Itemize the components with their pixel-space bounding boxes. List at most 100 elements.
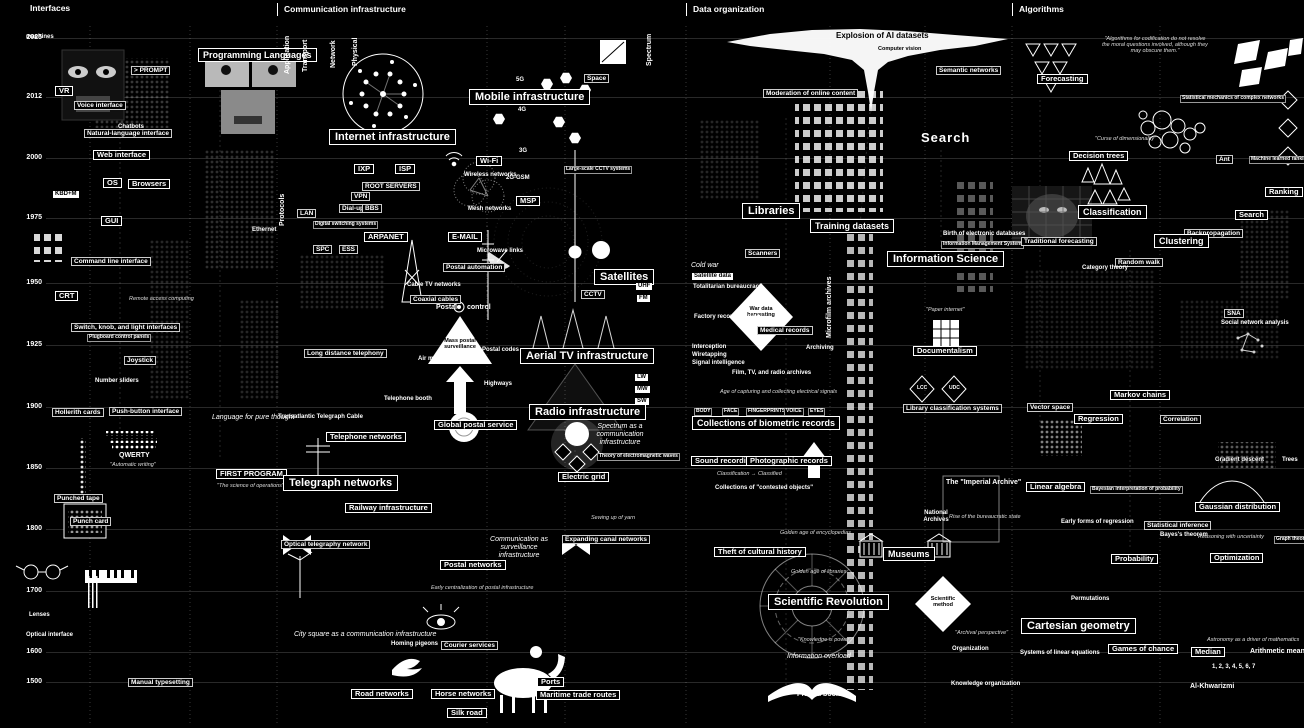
label-classification: Classification <box>1078 205 1147 220</box>
classification-diamond-icons <box>909 375 967 403</box>
label-theory-of-electromagnetic-waves: Theory of electromagnetic waves <box>597 453 680 461</box>
label-vector-space: Vector space <box>1027 403 1074 413</box>
label-sw: SW <box>635 398 649 405</box>
label-signal-intelligence: Signal intelligence <box>692 360 745 366</box>
label-push-button-interface: Push-button interface <box>109 407 183 417</box>
label-rise-of-the-bureaucratic-state: Rise of the bureaucratic state <box>949 514 1021 520</box>
label-transatlantic-telegraph-cable: Transatlantic Telegraph Cable <box>278 414 363 420</box>
label-number-sliders: Number sliders <box>95 378 139 384</box>
label-war-data-harvesting: War data harvesting <box>747 306 775 319</box>
timeline-gridline-1900 <box>46 407 1304 408</box>
surveillance-triangle-icon <box>428 316 492 364</box>
label-postal-automation: Postal automation <box>443 263 506 273</box>
label-switch-knob-and-light-interfaces: Switch, knob, and light interfaces <box>71 323 181 333</box>
label-semantic-networks: Semantic networks <box>936 66 1002 76</box>
funnel-triangle-chain <box>1025 43 1077 93</box>
label-telephone-networks: Telephone networks <box>326 432 406 443</box>
label-golden-age-of-encyclopedias: Golden age of encyclopedias <box>780 530 851 536</box>
label-median: Median <box>1191 647 1225 658</box>
decision-tree-triangles <box>1081 162 1131 205</box>
label-body: BODY <box>694 408 713 416</box>
label-crt: CRT <box>55 291 79 302</box>
envelope-icon <box>600 40 626 64</box>
label-scanners: Scanners <box>745 249 781 259</box>
label-mobile-infrastructure: Mobile infrastructure <box>469 89 591 106</box>
label-scientific-revolution: Scientific Revolution <box>768 594 889 611</box>
label-prompt: > PROMPT <box>131 66 171 76</box>
label-lcc: LCC <box>917 385 928 391</box>
label-5g: 5G <box>516 77 525 83</box>
label-3g: 3G <box>519 148 528 154</box>
label-gradient-descent: Gradient descent <box>1215 457 1265 463</box>
label-protocols: Protocols <box>279 193 286 226</box>
label-maritime-trade-routes: Maritime trade routes <box>536 690 621 701</box>
label-msp: MSP <box>516 196 541 207</box>
timeline-gridline-1950 <box>46 283 1304 284</box>
label-al-khwarizmi: Al-Khwarizmi <box>1190 683 1235 690</box>
label-punched-tape: Punched tape <box>54 494 103 504</box>
label-cold-war: Cold war <box>691 262 719 269</box>
label-clustering: Clustering <box>1154 234 1209 249</box>
column-header-interfaces: Interfaces <box>30 3 71 13</box>
label-horse-networks: Horse networks <box>431 689 496 700</box>
paper-sheet-icons <box>1234 38 1303 87</box>
label-ranking: Ranking <box>1265 187 1303 198</box>
telegraph-pole-icon <box>306 438 330 478</box>
label-golden-age-of-libraries: Golden age of libraries <box>791 569 847 575</box>
label-explosion-of-ai-datasets: Explosion of AI datasets <box>836 31 929 40</box>
label-information-management-system: Information Management System <box>941 241 1024 249</box>
label-archiving: Archiving <box>806 345 834 351</box>
label-telegraph-networks: Telegraph networks <box>283 475 399 492</box>
label-collections-of-biometric-records: Collections of biometric records <box>692 416 841 431</box>
label-totalitarian-bureaucracy: Totalitarian bureaucracy <box>693 284 763 290</box>
label-forecasting: Forecasting <box>1037 74 1088 85</box>
label-communication-as-surveillance-infrastructure: Communication as surveillance infrastruc… <box>490 536 548 559</box>
label-bayes-s-theorem: Bayes's theorem <box>1160 532 1208 538</box>
label-lan: LAN <box>297 209 317 219</box>
label-remote-access-computing: Remote access computing <box>129 296 194 302</box>
label-games-of-chance: Games of chance <box>1108 644 1179 655</box>
label-fingerprints: FINGERPRINTS <box>746 408 788 416</box>
label-interception: Interception <box>692 344 727 350</box>
label-telephone-booth: Telephone booth <box>384 396 432 402</box>
label-courier-services: Courier services <box>441 641 498 651</box>
label-internet-infrastructure: Internet infrastructure <box>329 129 456 146</box>
label-category-theory: Category theory <box>1082 265 1129 271</box>
label-command-line-interface: Command line interface <box>71 257 151 267</box>
ascii-face-icon <box>205 55 296 134</box>
label-libraries: Libraries <box>742 203 801 220</box>
timeline-year-2000: 2000 <box>26 154 42 161</box>
label-uhf: UHF <box>636 283 653 290</box>
label-ess: ESS <box>339 245 359 255</box>
timeline-gridline-2000 <box>46 158 1304 159</box>
label-microwave-links: Microwave links <box>477 248 524 254</box>
label-curse-of-dimensionality: "Curse of dimensionality" <box>1095 136 1157 142</box>
label-regression: Regression <box>1074 414 1123 425</box>
label-linear-algebra: Linear algebra <box>1026 482 1086 493</box>
label-backpropagation: Backpropagation <box>1184 229 1244 239</box>
label-spectrum-as-a-communication-infrastructure: Spectrum as a communication infrastructu… <box>596 423 644 446</box>
timeline-gridline-1600 <box>46 652 1304 653</box>
label-global-postal-service: Global postal service <box>434 420 518 431</box>
timeline-year-1800: 1800 <box>26 525 42 532</box>
label-plugboard-control-panels: Plugboard control panels <box>87 334 152 342</box>
label-early-centralization-of-postal-infrastructure: Early centralization of postal infrastru… <box>431 585 534 591</box>
label-automatic-writing: "Automatic writing" <box>110 462 156 468</box>
label-transport: Transport <box>302 39 309 72</box>
label-archival-perspective: "Archival perspective" <box>955 630 1009 636</box>
label-algorithms-for-codification-do-not-resolve-the-m: "Algorithms for codification do not reso… <box>1102 36 1208 55</box>
label-systems-of-linear-equations: Systems of linear equations <box>1020 650 1100 656</box>
label-manual-typesetting: Manual typesetting <box>128 678 193 688</box>
server-grid-texture <box>34 88 993 690</box>
tv-tower-icon <box>568 150 582 302</box>
label-theft-of-cultural-history: Theft of cultural history <box>714 547 806 558</box>
label-sewing-up-of-yarn: Sewing up of yarn <box>591 515 636 521</box>
label-postal: Postal <box>436 304 458 311</box>
label-highways: Highways <box>484 381 513 387</box>
label-satellites: Satellites <box>594 269 655 286</box>
label-ixp: IXP <box>354 164 375 175</box>
label-chatbots: Chatbots <box>118 124 144 130</box>
label-collections-of-contested-objects: Collections of "contested objects" <box>715 485 814 491</box>
label-wi-fi: Wi-Fi <box>476 156 503 167</box>
label-city-square-as-a-communication-infrastructure: City square as a communication infrastru… <box>294 631 437 638</box>
